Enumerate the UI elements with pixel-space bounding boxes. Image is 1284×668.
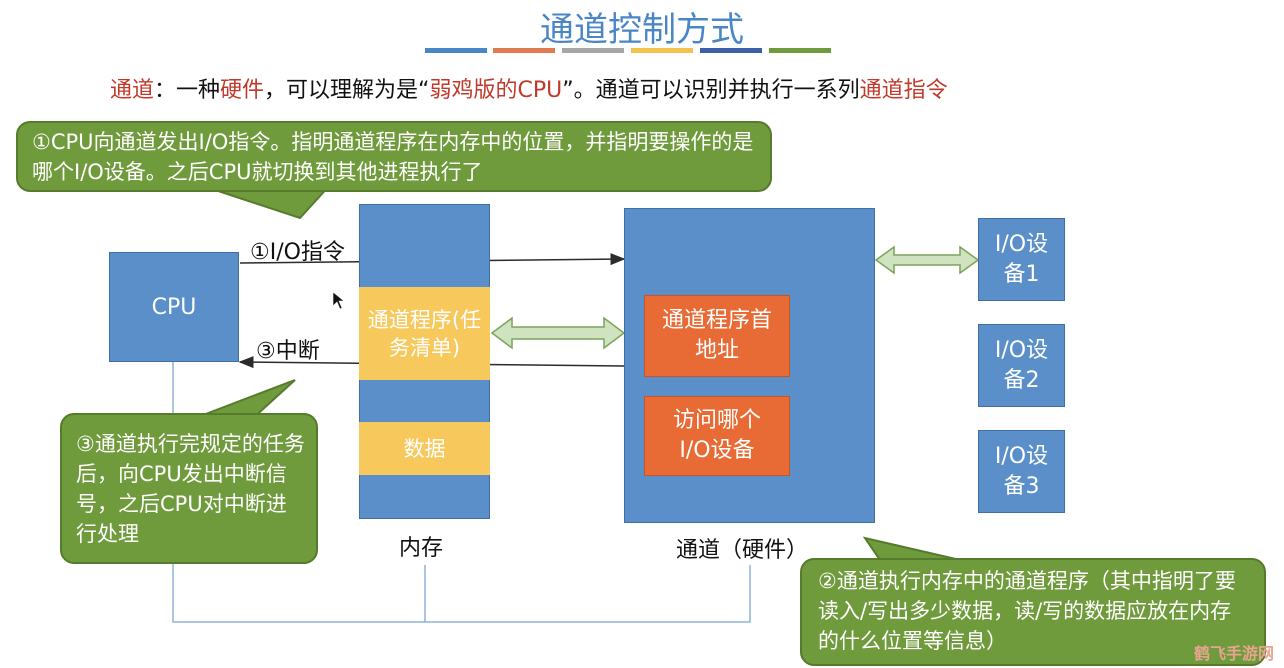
intro-text: ”。通道可以识别并执行一系列 <box>562 78 860 103</box>
channel-caption: 通道（硬件） <box>676 538 809 563</box>
intro-sentence: 通道：一种硬件，可以理解为是“弱鸡版的CPU”。通道可以识别并执行一系列通道指令 <box>110 72 948 104</box>
callout-cpu-io-instruction: ①CPU向通道发出I/O指令。指明通道程序在内存中的位置，并指明要操作的是哪个I… <box>16 121 772 192</box>
cpu-box: CPU <box>109 252 239 362</box>
io-device-2: I/O设备2 <box>978 324 1065 407</box>
title-bar-segment-6 <box>769 48 831 53</box>
title-bar-segment-2 <box>493 48 555 53</box>
channel-device-double-arrow <box>874 245 980 275</box>
mouse-cursor-icon <box>332 291 345 310</box>
intro-text: ，可以理解为是“ <box>264 78 430 103</box>
io-device-3: I/O设备3 <box>978 430 1065 513</box>
memory-channel-double-arrow <box>490 316 626 350</box>
intro-term-weak-cpu: 弱鸡版的CPU <box>429 78 563 103</box>
channel-which-device: 访问哪个I/O设备 <box>644 396 790 476</box>
callout3-tail <box>862 536 961 561</box>
page-title: 通道控制方式 <box>540 10 744 50</box>
interrupt-label: ③中断 <box>256 339 320 364</box>
intro-term-channel: 通道 <box>110 78 155 103</box>
intro-term-channel-instructions: 通道指令 <box>859 78 948 103</box>
memory-caption: 内存 <box>399 536 444 561</box>
intro-term-hardware: 硬件 <box>220 78 265 103</box>
title-bar-segment-1 <box>425 48 487 53</box>
memory-data: 数据 <box>359 422 490 475</box>
title-bar-segment-3 <box>562 48 624 53</box>
memory-channel-program: 通道程序(任务清单) <box>359 287 490 380</box>
channel-program-first-address: 通道程序首地址 <box>644 295 790 377</box>
title-bar-segment-4 <box>631 48 693 53</box>
watermark: 鹤飞手游网 <box>1193 644 1274 663</box>
io-instruction-label: ①I/O指令 <box>250 240 345 265</box>
title-bar-segment-5 <box>700 48 762 53</box>
io-device-1: I/O设备1 <box>978 218 1065 301</box>
callout-channel-executes: ②通道执行内存中的通道程序（其中指明了要读入/写出多少数据，读/写的数据应放在内… <box>800 558 1266 666</box>
callout-interrupt: ③通道执行完规定的任务后，向CPU发出中断信号，之后CPU对中断进行处理 <box>60 413 318 564</box>
intro-text: ：一种 <box>154 78 221 103</box>
